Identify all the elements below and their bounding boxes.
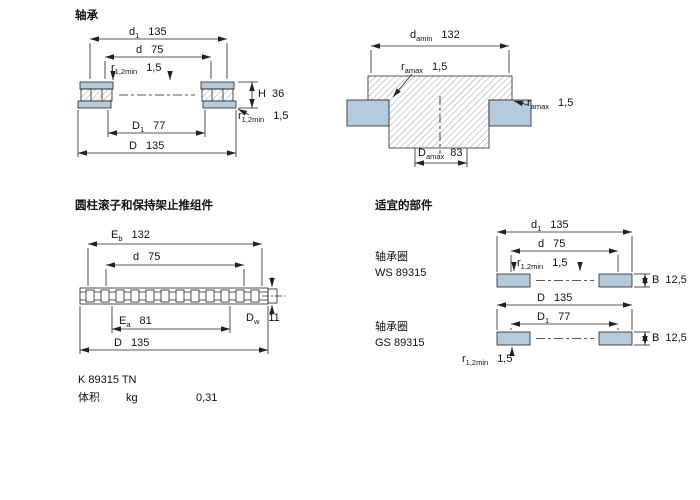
assembly-drawing (79, 241, 285, 354)
ws-designation: WS 89315 (375, 267, 427, 279)
gs-type-label: 轴承圈 (375, 321, 408, 333)
ws-washer-drawing (496, 229, 650, 288)
weight-unit: kg (126, 392, 138, 404)
weight-value: 0,31 (196, 392, 218, 404)
weight-label: 体积 (78, 392, 100, 404)
gs-designation: GS 89315 (375, 337, 425, 349)
abutment-drawing (346, 43, 532, 167)
section-title-bearing: 轴承 (75, 10, 98, 22)
ws-type-label: 轴承圈 (375, 251, 408, 263)
gs-washer-drawing (496, 302, 650, 356)
bearing-cross-section-drawing (77, 36, 258, 157)
bearing-designation: K 89315 TN (78, 374, 137, 386)
section-title-components: 适宜的部件 (375, 200, 433, 212)
section-title-assembly: 圆柱滚子和保持架止推组件 (75, 200, 213, 212)
